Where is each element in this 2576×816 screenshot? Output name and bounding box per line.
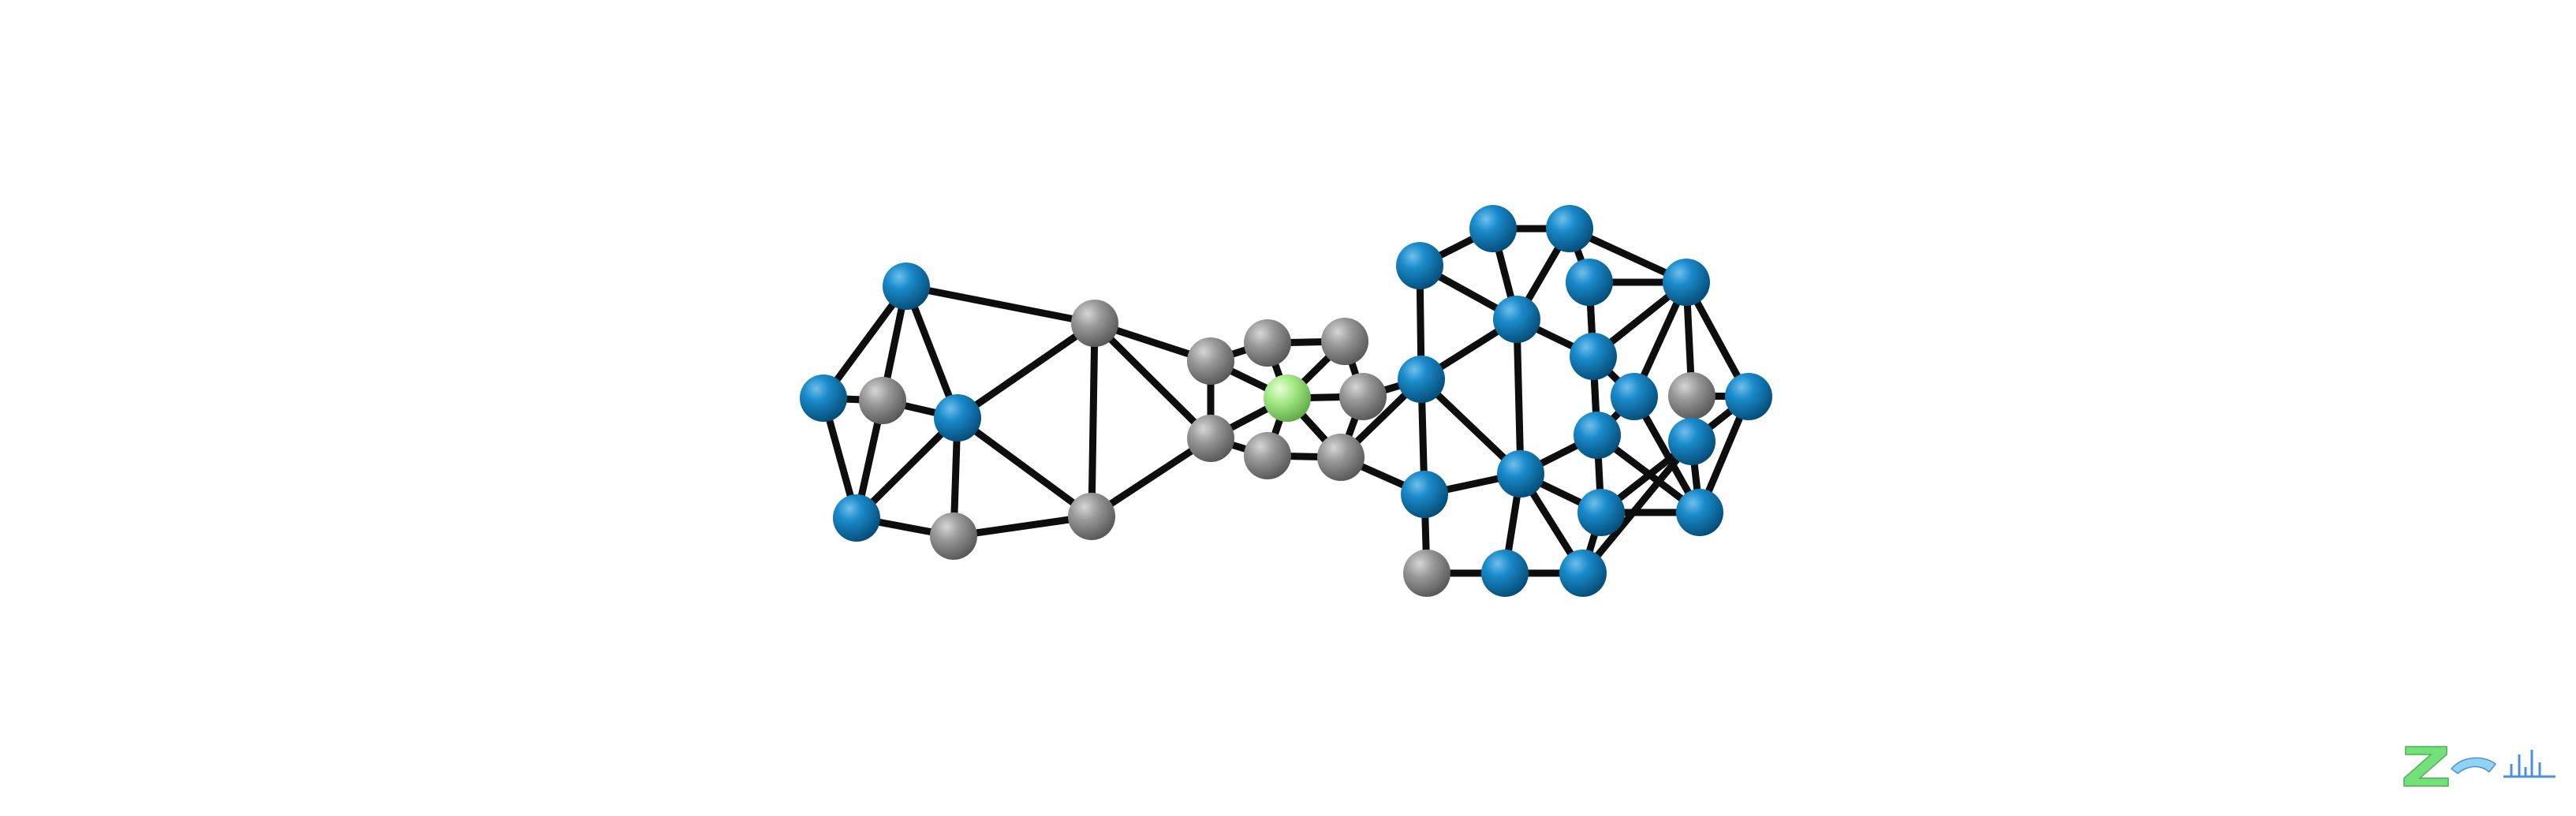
atom-blue-24 [1493, 296, 1540, 343]
atom-blue-27 [1570, 333, 1617, 380]
atom-green-13 [1264, 374, 1311, 422]
atom-gray-15 [1244, 432, 1291, 479]
atom-blue-35 [1577, 489, 1625, 536]
atom-gray-30 [1668, 372, 1715, 419]
atom-blue-19 [1401, 471, 1448, 518]
atom-blue-2 [800, 374, 847, 422]
bond-4-8 [954, 414, 1096, 520]
atom-gray-12 [1321, 318, 1368, 365]
atom-blue-25 [1497, 450, 1544, 497]
atom-gray-20 [1403, 550, 1450, 597]
atom-blue-26 [1566, 259, 1613, 306]
atom-blue-36 [1676, 489, 1723, 536]
atom-blue-31 [1611, 373, 1658, 420]
bond-24-25 [1513, 315, 1525, 478]
bond-6-8 [1088, 319, 1099, 520]
atom-blue-1 [883, 263, 930, 310]
atom-blue-5 [833, 494, 880, 542]
atom-layer [800, 205, 1772, 597]
bond-4-6 [954, 319, 1099, 422]
atom-blue-33 [1481, 550, 1529, 597]
atom-blue-32 [1725, 373, 1772, 420]
bond-8-11 [1088, 434, 1215, 520]
atom-blue-21 [1396, 242, 1443, 289]
atom-gray-8 [1068, 493, 1115, 540]
bond-4-5 [853, 414, 961, 522]
atom-gray-16 [1317, 434, 1365, 481]
atom-gray-6 [1071, 300, 1118, 347]
atom-blue-18 [1398, 356, 1445, 403]
atom-gray-10 [1244, 319, 1291, 367]
atom-blue-28 [1663, 259, 1710, 306]
atom-blue-29 [1574, 412, 1621, 459]
atom-blue-23 [1546, 205, 1593, 252]
bond-1-6 [902, 282, 1099, 327]
logo-swoosh-mark [2450, 757, 2497, 774]
atom-gray-14 [1339, 373, 1387, 420]
logo-letter-mark [2403, 746, 2449, 787]
logo-icon [2403, 746, 2555, 787]
atom-gray-9 [1187, 337, 1234, 385]
atom-blue-34 [1559, 550, 1607, 597]
atom-gray-11 [1187, 415, 1234, 462]
bond-6-11 [1091, 319, 1215, 442]
atom-blue-4 [934, 394, 981, 442]
atom-blue-37 [1668, 418, 1715, 465]
atom-gray-7 [930, 512, 977, 560]
atom-gray-3 [859, 377, 906, 424]
atom-blue-22 [1469, 205, 1517, 252]
logo-spectrum-mark [2503, 750, 2555, 778]
bond-34-37 [1579, 438, 1696, 577]
